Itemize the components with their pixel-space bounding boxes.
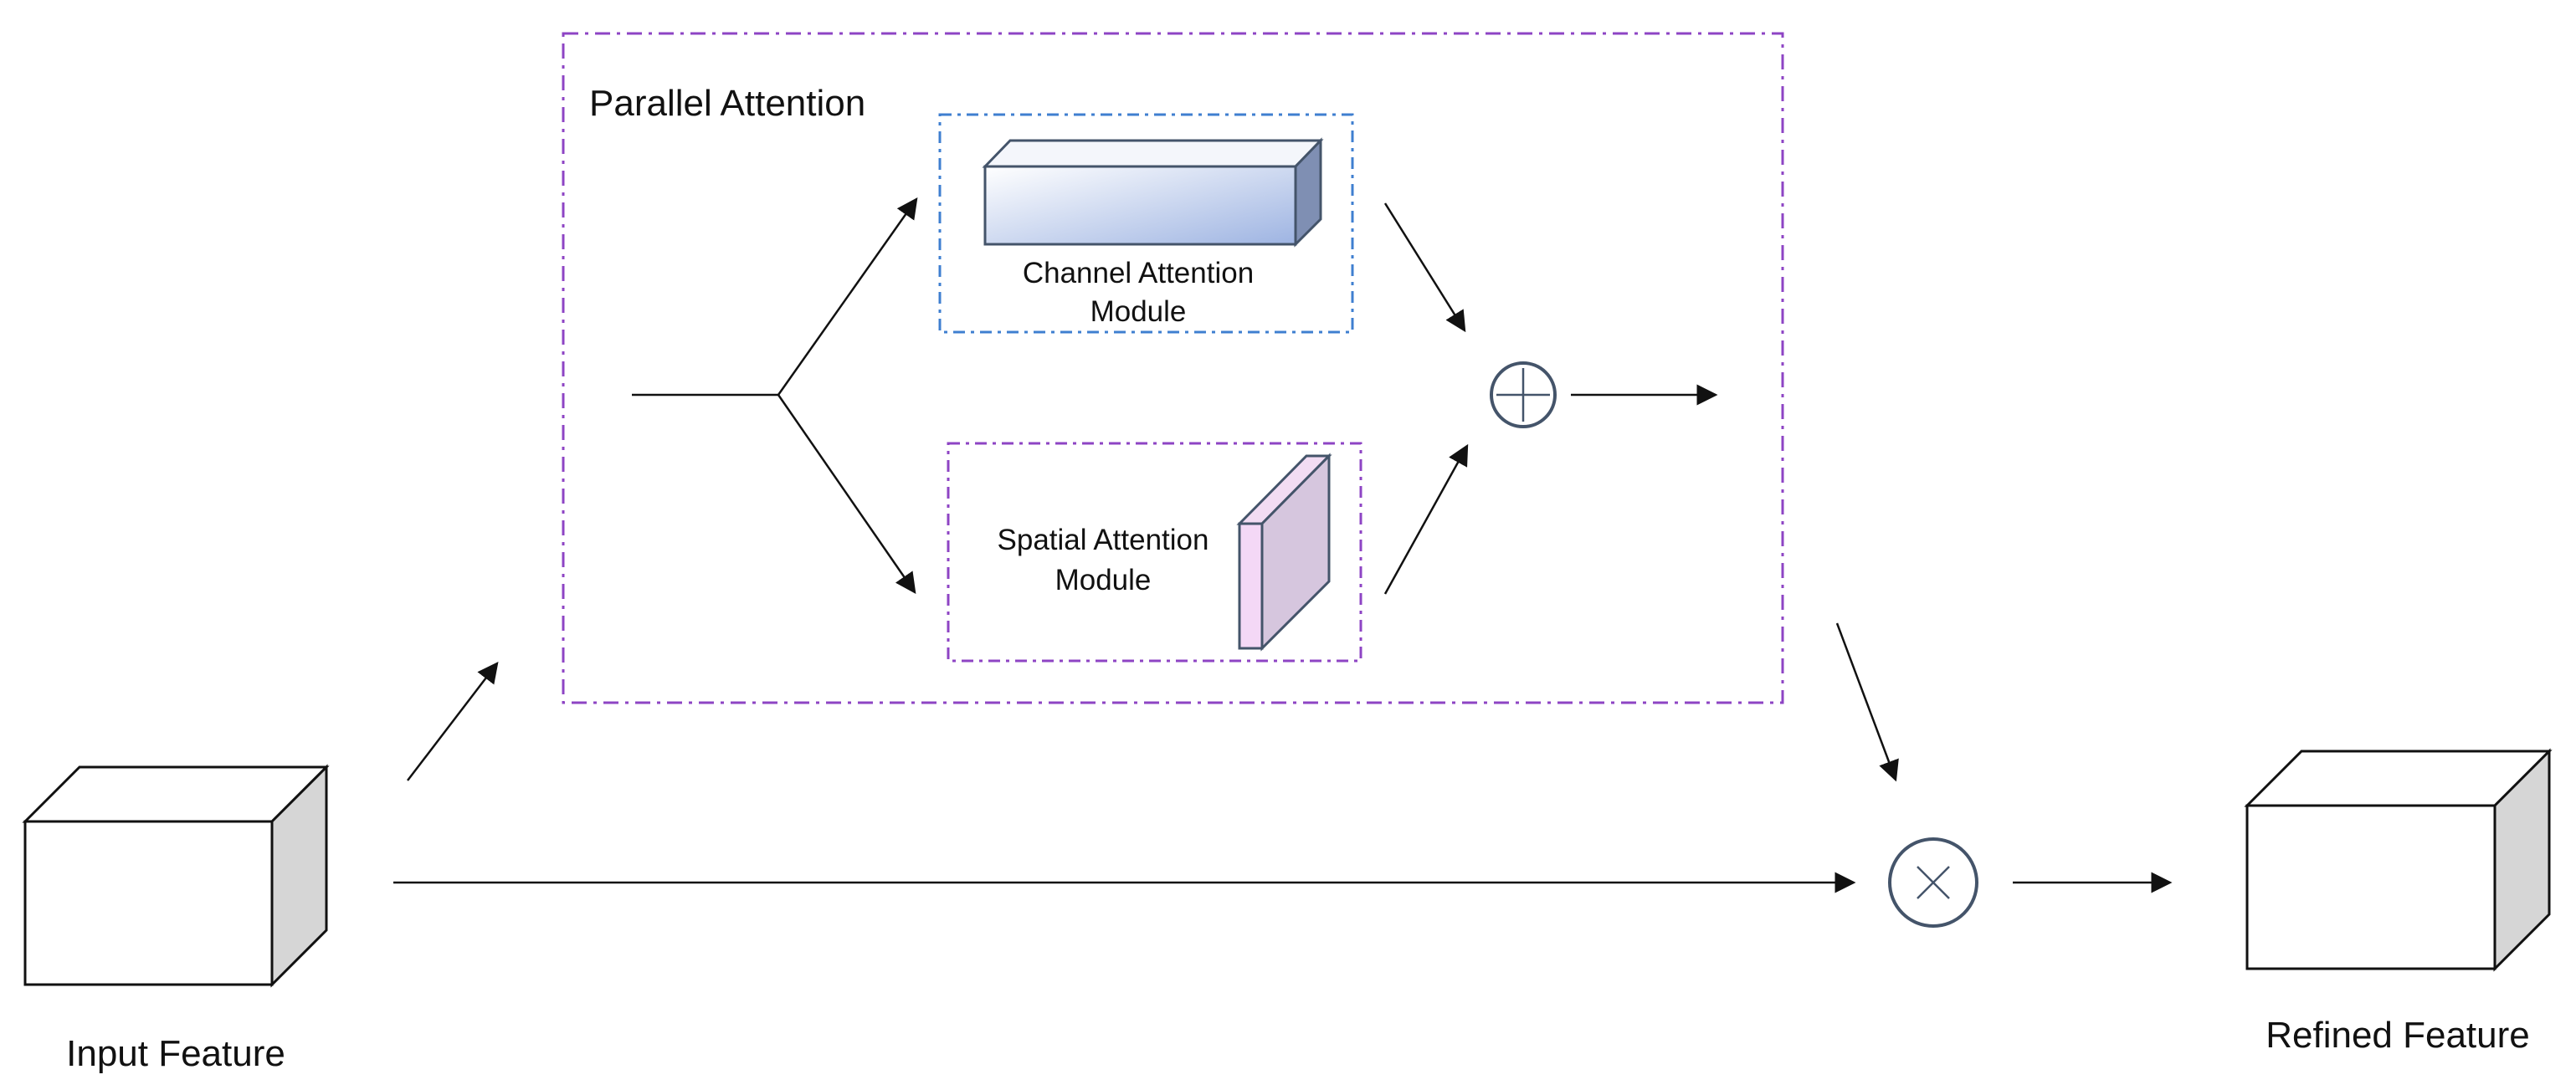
channel-attention-box: [938, 113, 1354, 334]
parallel-attention-label: Parallel Attention: [589, 83, 865, 124]
arrow-to-channel: [777, 197, 918, 396]
add-operator-icon: [1490, 361, 1557, 428]
arrow-attention-to-multiply: [1835, 622, 1899, 782]
input-feature-cube-icon: [22, 764, 330, 988]
spatial-attention-block-icon: [1236, 453, 1332, 652]
input-feature-label: Input Feature: [66, 1033, 285, 1074]
arrow-channel-to-add: [1383, 202, 1466, 333]
parallel-attention-box: [562, 32, 1784, 704]
arrow-to-spatial: [777, 394, 916, 595]
refined-feature-cube-icon: [2244, 748, 2553, 972]
arrow-input-to-attention: [407, 662, 499, 781]
channel-attention-label-line1: Channel Attention: [1023, 257, 1254, 289]
refined-feature-label: Refined Feature: [2266, 1015, 2530, 1056]
channel-attention-label-line2: Module: [1090, 295, 1187, 328]
channel-attention-block-icon: [982, 137, 1324, 248]
spatial-attention-label-line1: Spatial Attention: [998, 524, 1209, 556]
spatial-attention-label-line2: Module: [1055, 564, 1152, 596]
multiply-operator-icon: [1888, 837, 1978, 928]
spatial-attention-box: [947, 442, 1362, 663]
arrow-spatial-to-add: [1383, 443, 1469, 595]
